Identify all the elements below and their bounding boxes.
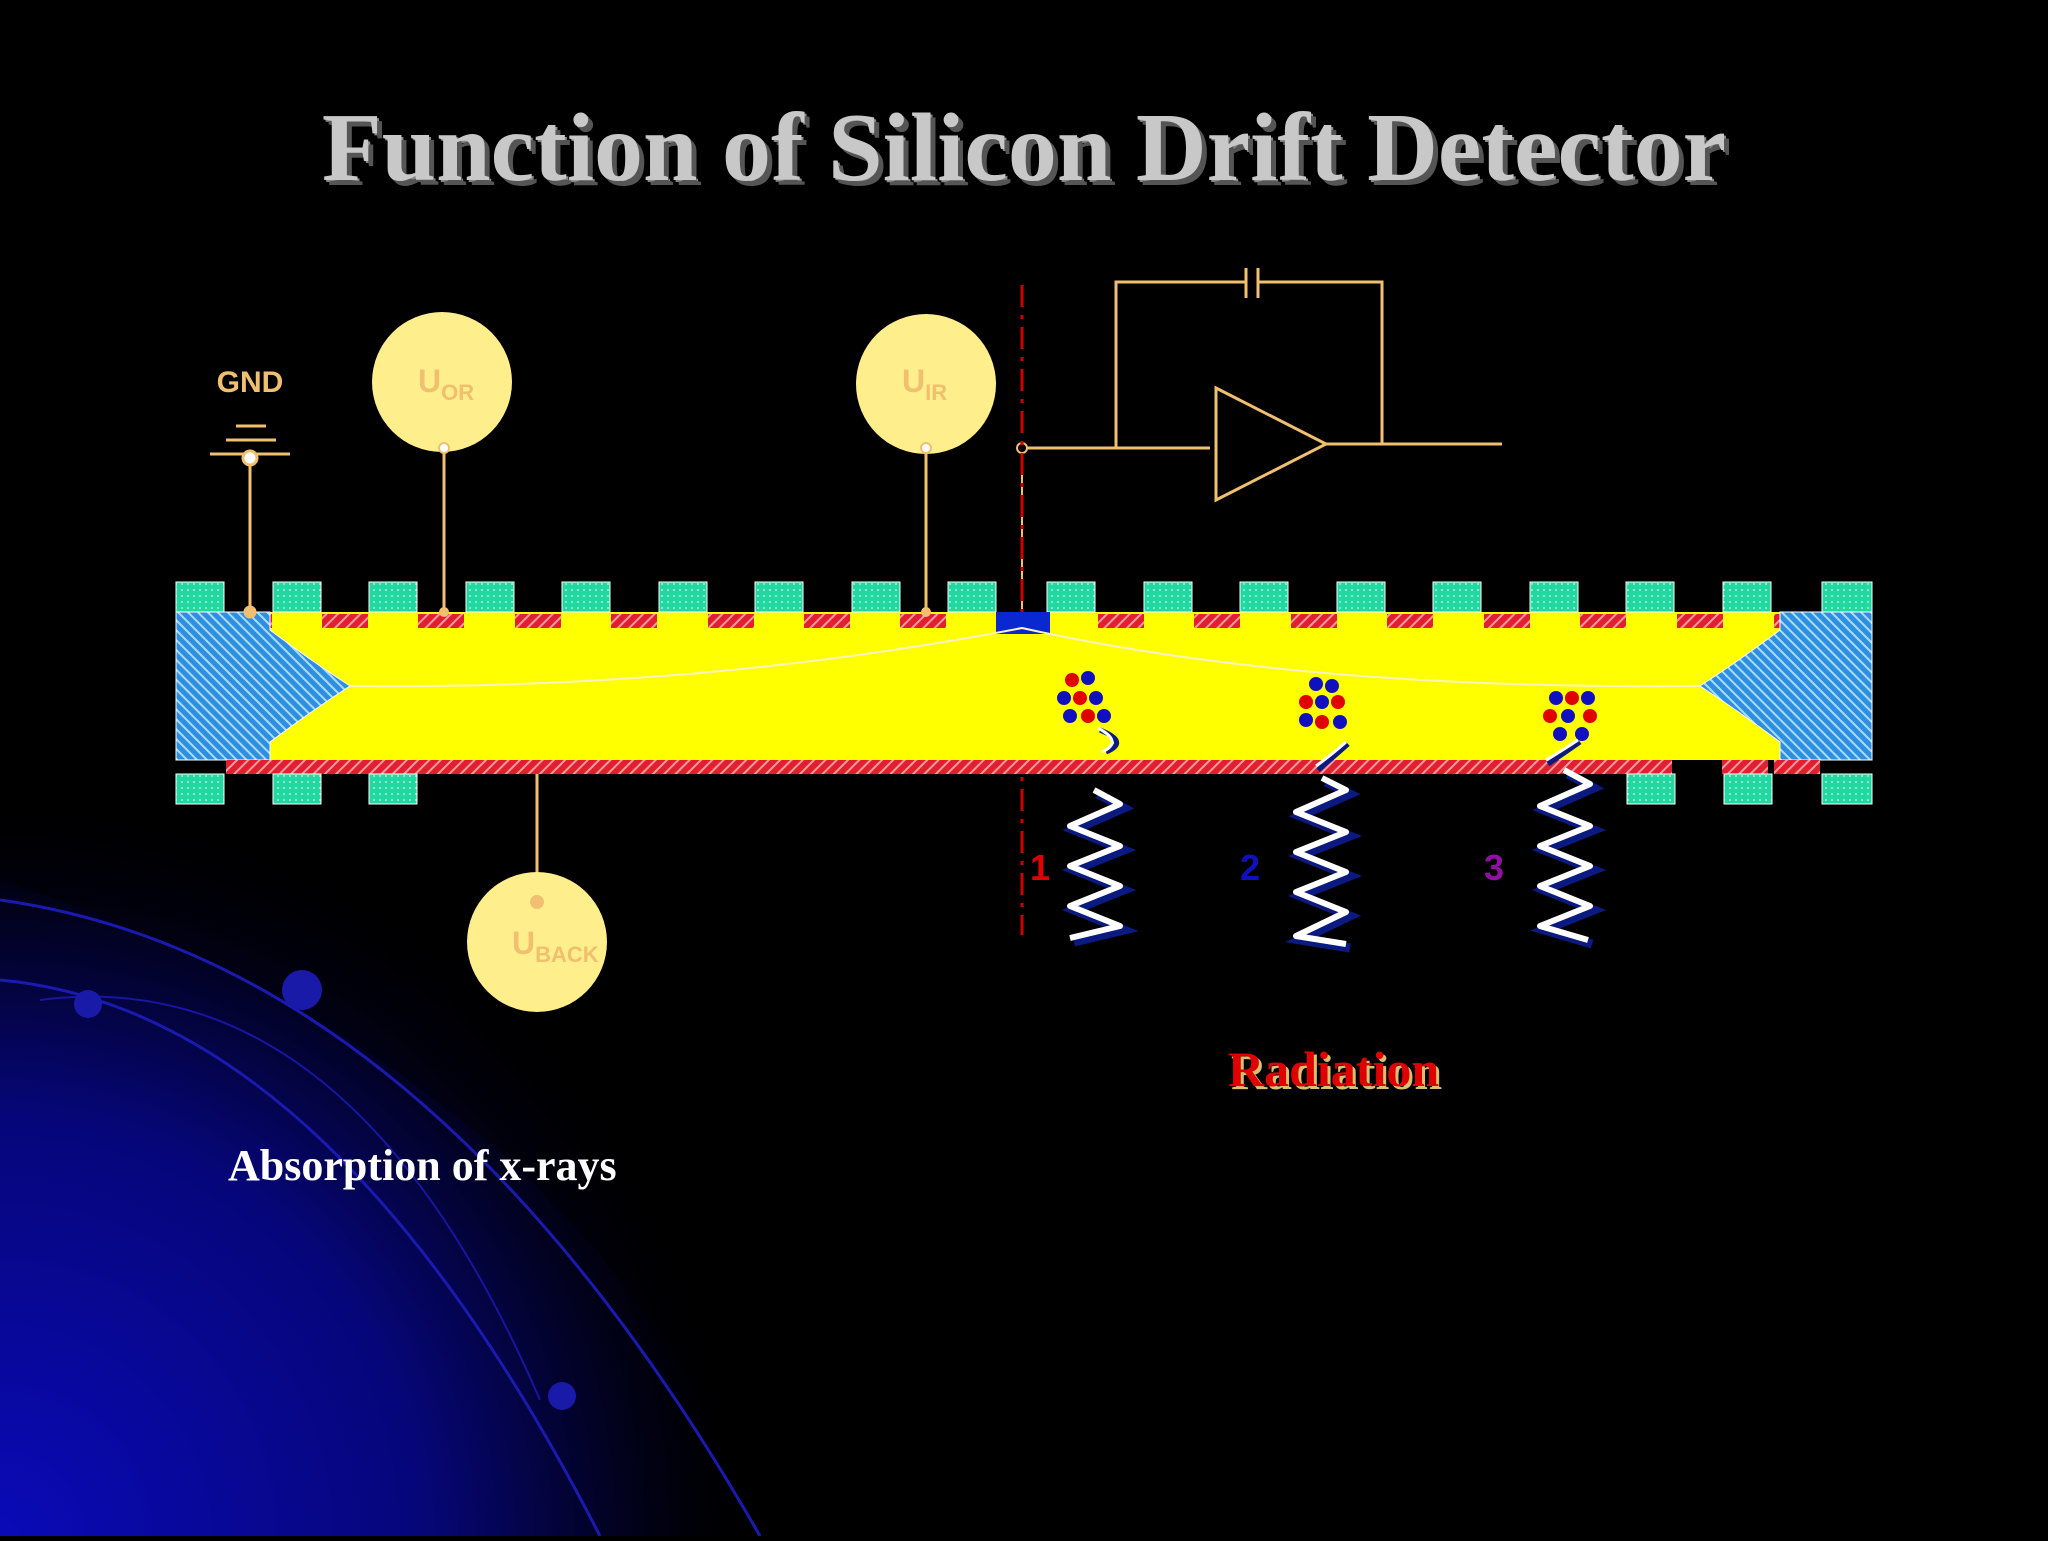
event-label-1: 1 <box>1030 847 1050 888</box>
u-ir-electrode: UIR <box>856 314 996 617</box>
anode <box>996 612 1050 634</box>
detector-body <box>175 581 1873 805</box>
event-label-2: 2 <box>1240 847 1260 888</box>
radiation-wave-3 <box>1530 767 1607 949</box>
drift-path <box>349 626 1701 688</box>
radiation-caption: Radiation <box>1228 1041 1440 1097</box>
top-contacts <box>175 581 1873 613</box>
charge-cloud-2 <box>1299 677 1350 772</box>
svg-text:UOR: UOR <box>418 363 474 405</box>
back-implant <box>226 760 1626 774</box>
left-edge-region <box>175 611 351 761</box>
preamplifier-circuit <box>1016 268 1502 612</box>
svg-text:UBACK: UBACK <box>512 925 599 967</box>
bottom-contacts <box>175 773 1873 805</box>
radiation-wave-2 <box>1285 775 1363 953</box>
slide-title: Function of Silicon Drift Detector <box>321 94 1727 202</box>
right-edge-region <box>1699 611 1873 761</box>
charge-cloud-3 <box>1543 691 1597 767</box>
absorption-caption: Absorption of x-rays <box>228 1141 617 1190</box>
charge-cloud-1 <box>1057 671 1119 755</box>
svg-text:UIR: UIR <box>902 363 947 405</box>
u-back-electrode: UBACK <box>467 774 607 1012</box>
event-label-3: 3 <box>1484 847 1504 888</box>
radiation-wave-1 <box>1061 787 1139 947</box>
u-or-electrode: UOR <box>372 312 512 617</box>
gnd-label: GND <box>217 366 284 399</box>
background-decoration <box>0 820 780 1537</box>
gnd-symbol <box>210 424 290 619</box>
